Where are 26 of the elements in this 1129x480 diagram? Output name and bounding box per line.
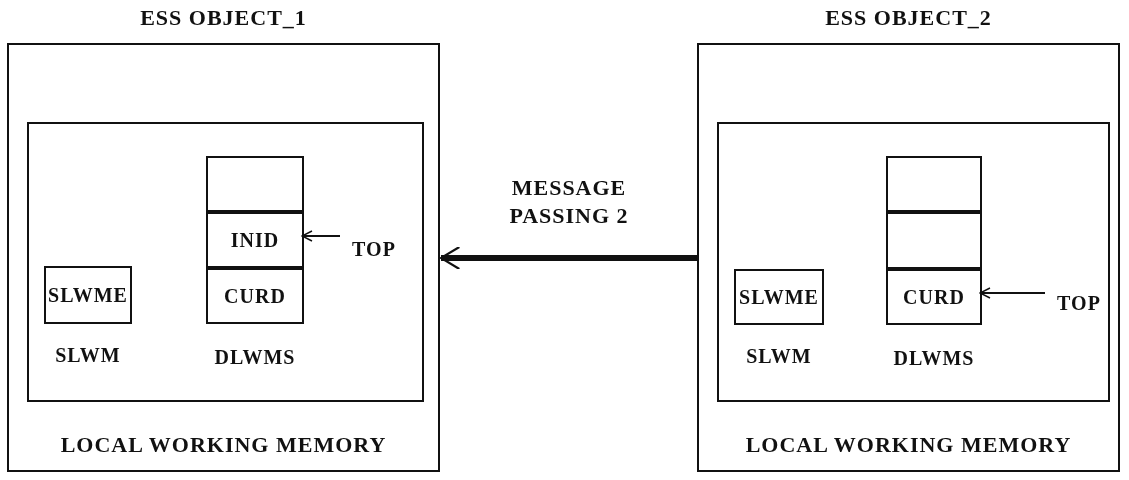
stack-cell: [886, 156, 982, 212]
object-title: ESS OBJECT_2: [824, 5, 993, 31]
stack-cell: [206, 212, 304, 268]
stack-cell: [206, 156, 304, 212]
stack-cell: [886, 269, 982, 325]
pointer-label: TOP: [352, 237, 396, 261]
memory-label: LOCAL WORKING MEMORY: [744, 432, 1073, 458]
element-label: SLWME: [48, 283, 128, 307]
node-label: SLWM: [54, 344, 122, 367]
memory-region-box: [27, 122, 424, 402]
stack-cell: [886, 212, 982, 269]
memory-label: LOCAL WORKING MEMORY: [59, 432, 388, 458]
pointer-label: TOP: [1057, 291, 1101, 315]
arrow: [979, 287, 1046, 299]
node-label: DLWMS: [892, 347, 976, 370]
element-label: INID: [230, 228, 280, 252]
stack-cell: [206, 268, 304, 324]
element-label: SLWME: [739, 285, 819, 309]
element-label: CURD: [224, 284, 286, 308]
element-label: CURD: [903, 285, 965, 309]
arrow: [439, 245, 697, 271]
memory-region-box: [717, 122, 1110, 402]
node-label: DLWMS: [213, 346, 297, 369]
node-label: SLWM: [745, 345, 813, 368]
object-title: ESS OBJECT_1: [139, 5, 308, 31]
arrow: [301, 230, 341, 242]
